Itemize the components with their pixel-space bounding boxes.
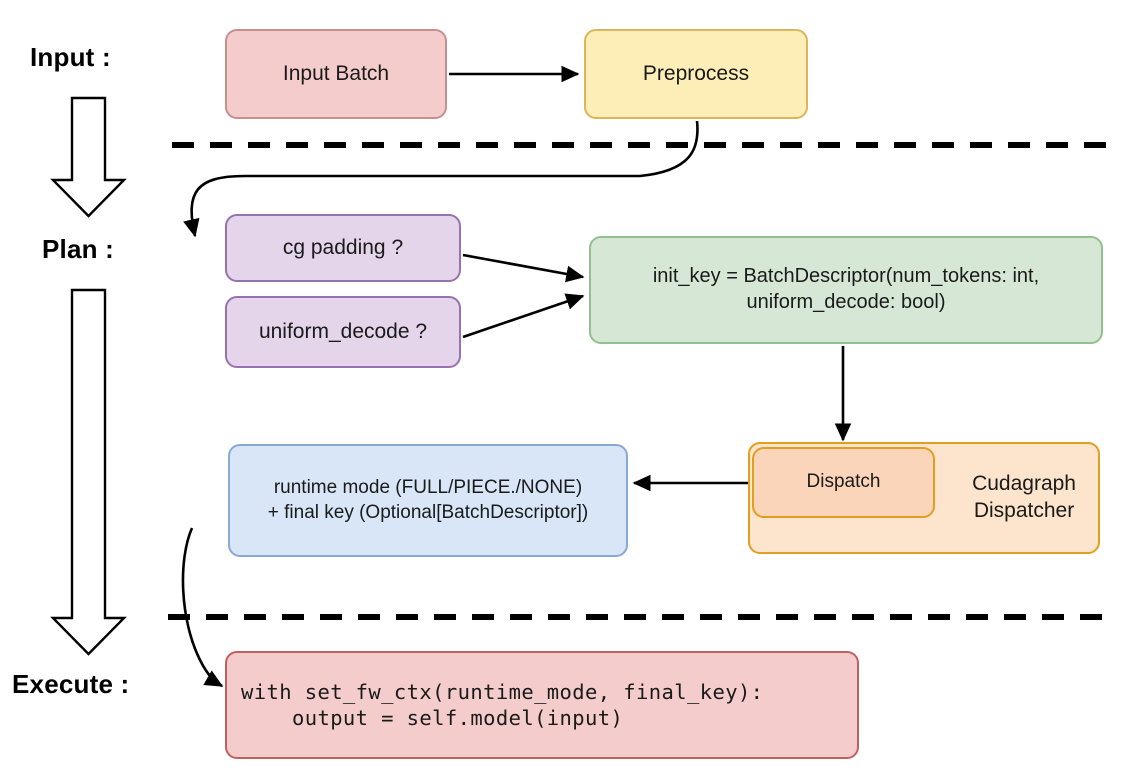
input-stage-arrow bbox=[50, 96, 127, 218]
node-input-batch[interactable]: Input Batch bbox=[225, 29, 447, 119]
stage-label-plan: Plan : bbox=[42, 234, 114, 264]
plan-stage-arrow bbox=[50, 288, 127, 656]
edge-cg-padding-to-init-key bbox=[462, 253, 585, 283]
stage-label-input: Input : bbox=[30, 42, 111, 72]
node-init-key[interactable]: init_key = BatchDescriptor(num_tokens: i… bbox=[589, 236, 1103, 344]
edge-runtime-mode-to-code-block bbox=[181, 527, 224, 688]
node-uniform-decode[interactable]: uniform_decode ? bbox=[225, 296, 461, 368]
node-preprocess[interactable]: Preprocess bbox=[584, 29, 808, 119]
stage-label-execute: Execute : bbox=[12, 669, 130, 699]
node-runtime-mode[interactable]: runtime mode (FULL/PIECE./NONE) + final … bbox=[228, 444, 628, 557]
node-code-block[interactable]: with set_fw_ctx(runtime_mode, final_key)… bbox=[225, 651, 859, 759]
edge-uniform-decode-to-init-key bbox=[462, 293, 585, 339]
node-dispatch[interactable]: Dispatch bbox=[752, 447, 935, 518]
node-cg-padding[interactable]: cg padding ? bbox=[225, 214, 461, 282]
